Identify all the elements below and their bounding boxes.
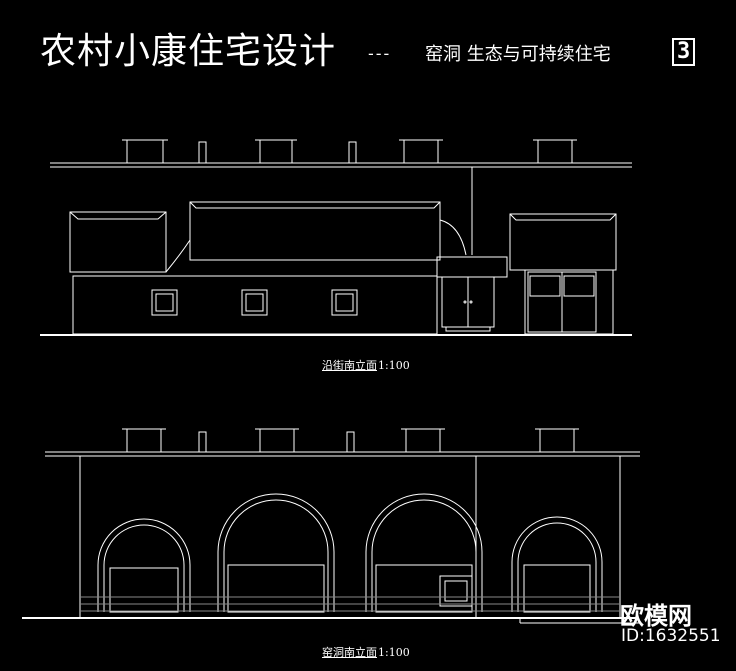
right-shop-door <box>527 271 597 333</box>
cave-arch-2 <box>217 493 335 613</box>
title-separator: --- <box>368 44 392 63</box>
elevation-name: 沿街南立面 <box>322 359 377 372</box>
watermark-id: ID:1632551 <box>621 626 721 646</box>
cave-arch-3 <box>365 493 483 613</box>
cave-lattice-panel <box>439 575 473 607</box>
cave-arch-1 <box>97 518 191 613</box>
street-gate <box>441 276 495 332</box>
elevation-caption-cave: 窑洞南立面1:100 <box>322 644 410 660</box>
elevation-scale: 1:100 <box>378 646 410 659</box>
cave-chimney-row <box>122 428 579 453</box>
elevation-name: 窑洞南立面 <box>322 646 377 659</box>
brick-plinth <box>80 596 620 612</box>
lattice-window-row <box>151 289 358 316</box>
cave-elevation <box>22 428 640 624</box>
tiled-roof-gate <box>436 256 508 278</box>
sheet-number: 3 <box>672 38 696 66</box>
chimney-row <box>122 139 577 164</box>
tiled-roof-left <box>69 211 167 273</box>
watermark-brand: 欧模网 <box>620 602 692 630</box>
street-wall <box>72 269 614 335</box>
tiled-roof-right <box>509 213 617 271</box>
tiled-roof-center <box>165 201 467 273</box>
elevation-scale: 1:100 <box>378 359 410 372</box>
elevation-caption-street: 沿街南立面1:100 <box>322 357 410 373</box>
cave-arch-4 <box>511 516 603 613</box>
street-elevation <box>40 139 632 336</box>
drawing-subtitle: 窑洞 生态与可持续住宅 <box>425 44 611 65</box>
drawing-title: 农村小康住宅设计 <box>40 31 337 72</box>
